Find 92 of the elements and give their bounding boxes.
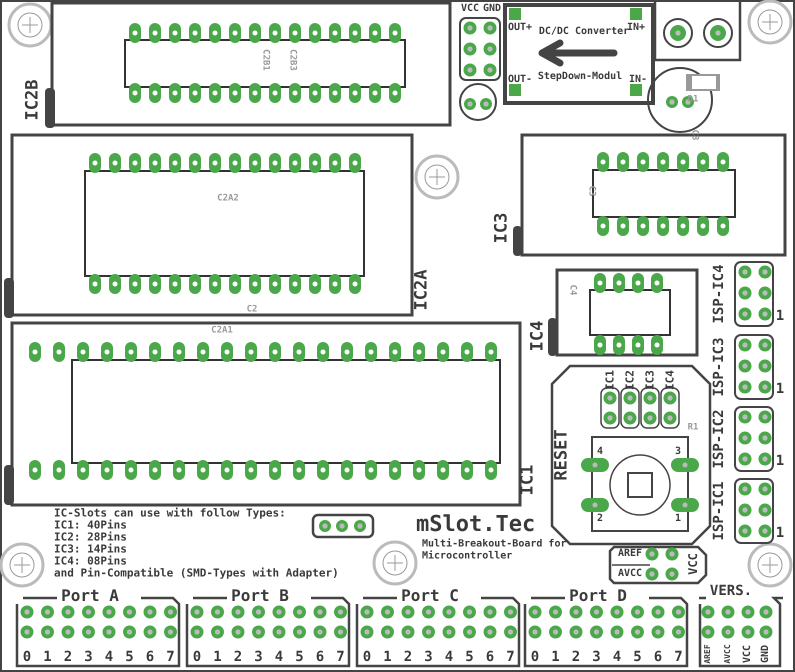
pin-label: 4 bbox=[104, 650, 114, 664]
pin-label: DC/DC Converter bbox=[538, 27, 630, 37]
pin-label: 4 bbox=[444, 650, 454, 664]
pin-label: 7 bbox=[674, 650, 683, 664]
pin-label: 7 bbox=[336, 650, 345, 664]
pin-label: AVCC bbox=[724, 644, 732, 664]
reference-designator: C2 bbox=[246, 306, 258, 314]
pin-label: 1 bbox=[383, 650, 392, 664]
pin-label: IC2 bbox=[624, 370, 636, 390]
component-label: IC2A bbox=[414, 270, 430, 310]
pin-label: IN- bbox=[628, 75, 648, 85]
reference-designator: R1 bbox=[688, 424, 698, 432]
pin-label: 1 bbox=[43, 650, 52, 664]
component-label: IC1 bbox=[520, 464, 536, 496]
component-label: ISP-IC2 bbox=[712, 410, 726, 468]
pin-label: 4 bbox=[274, 650, 284, 664]
pin-label: 7 bbox=[166, 650, 175, 664]
pin-label: 6 bbox=[316, 650, 324, 664]
note-text: IC-Slots can use with follow Types: bbox=[54, 508, 286, 518]
pin-label: 0 bbox=[192, 650, 202, 664]
component-label: Port B bbox=[231, 588, 289, 604]
component-label: Port C bbox=[401, 588, 459, 604]
component-label: IC4 bbox=[530, 320, 546, 352]
reference-designator: C2B3 bbox=[288, 49, 296, 71]
pin-label: GND bbox=[482, 4, 502, 14]
pin-label: 0 bbox=[362, 650, 372, 664]
board-subtitle: Multi-Breakout-Board for Microcontroller bbox=[422, 538, 568, 562]
reference-designator: C2A2 bbox=[217, 194, 239, 204]
component-label: VERS. bbox=[710, 584, 752, 598]
component-label: IC2B bbox=[24, 80, 42, 120]
pin-label: 1 bbox=[674, 514, 682, 524]
note-text: IC3: 14Pins bbox=[54, 544, 127, 554]
component-label: ISP-IC1 bbox=[712, 482, 726, 540]
reference-designator: C2B1 bbox=[260, 49, 270, 71]
pin-label: 6 bbox=[146, 650, 154, 664]
pin-label: AVCC bbox=[618, 569, 642, 579]
component-label: IC3 bbox=[494, 212, 510, 244]
pin-label: 5 bbox=[295, 650, 304, 664]
note-text: IC4: 08Pins bbox=[54, 556, 127, 566]
pin-label: 3 bbox=[84, 650, 93, 664]
note-text: and Pin-Compatible (SMD-Types with Adapter) bbox=[54, 568, 339, 578]
pin-label: VCC bbox=[687, 553, 699, 575]
pin-label: 1 bbox=[776, 309, 784, 323]
pin-label: 6 bbox=[486, 650, 494, 664]
pin-label: 7 bbox=[506, 650, 515, 664]
pin-label: 1 bbox=[776, 382, 784, 396]
reference-designator: D1 bbox=[688, 96, 698, 104]
pin-label: 2 bbox=[596, 514, 604, 524]
component-label: RESET bbox=[554, 429, 570, 481]
component-label: Port D bbox=[569, 588, 627, 604]
pin-label: 2 bbox=[234, 650, 242, 664]
pin-label: 5 bbox=[465, 650, 474, 664]
reference-designator: C2A1 bbox=[211, 326, 233, 336]
note-text: IC2: 28Pins bbox=[54, 532, 127, 542]
pin-label: IC3 bbox=[644, 370, 656, 390]
note-text: IC1: 40Pins bbox=[54, 520, 127, 530]
pin-label: 5 bbox=[125, 650, 134, 664]
pin-label: 2 bbox=[64, 650, 72, 664]
pin-label: 1 bbox=[776, 526, 784, 540]
pin-label: IN+ bbox=[626, 23, 646, 33]
pin-label: 5 bbox=[633, 650, 642, 664]
component-label: ISP-IC3 bbox=[712, 338, 726, 396]
pin-label: 1 bbox=[551, 650, 560, 664]
pin-label: 2 bbox=[404, 650, 412, 664]
pin-label: 4 bbox=[596, 447, 604, 457]
pin-label: 3 bbox=[424, 650, 433, 664]
pin-label: 4 bbox=[612, 650, 622, 664]
pin-label: GND bbox=[761, 644, 771, 664]
pin-label: 0 bbox=[22, 650, 32, 664]
component-label: VCC bbox=[460, 4, 480, 14]
component-label: ISP-IC4 bbox=[712, 264, 726, 324]
pin-label: VCC bbox=[743, 644, 753, 664]
pin-label: 2 bbox=[572, 650, 580, 664]
board-title: mSlot.Tec bbox=[416, 514, 536, 536]
component-label: Port A bbox=[61, 588, 119, 604]
pin-label: 1 bbox=[776, 454, 784, 468]
pin-label: StepDown-Modul bbox=[538, 72, 622, 82]
pin-label: OUT- bbox=[508, 75, 532, 85]
pin-label: 0 bbox=[530, 650, 540, 664]
pin-label: AREF bbox=[704, 644, 712, 664]
component-label: OUT+ bbox=[508, 23, 532, 33]
pin-label: 1 bbox=[213, 650, 222, 664]
component-label: AREF bbox=[618, 549, 642, 559]
pin-label: 6 bbox=[654, 650, 662, 664]
reference-designator: C4 bbox=[568, 284, 576, 296]
reference-designator: C3 bbox=[586, 186, 596, 196]
pin-label: 3 bbox=[254, 650, 263, 664]
reference-designator: C8 bbox=[690, 130, 698, 140]
pin-label: 3 bbox=[592, 650, 601, 664]
pin-label: IC1 bbox=[604, 370, 616, 390]
pin-label: IC4 bbox=[664, 370, 676, 390]
pin-label: 3 bbox=[674, 447, 682, 457]
